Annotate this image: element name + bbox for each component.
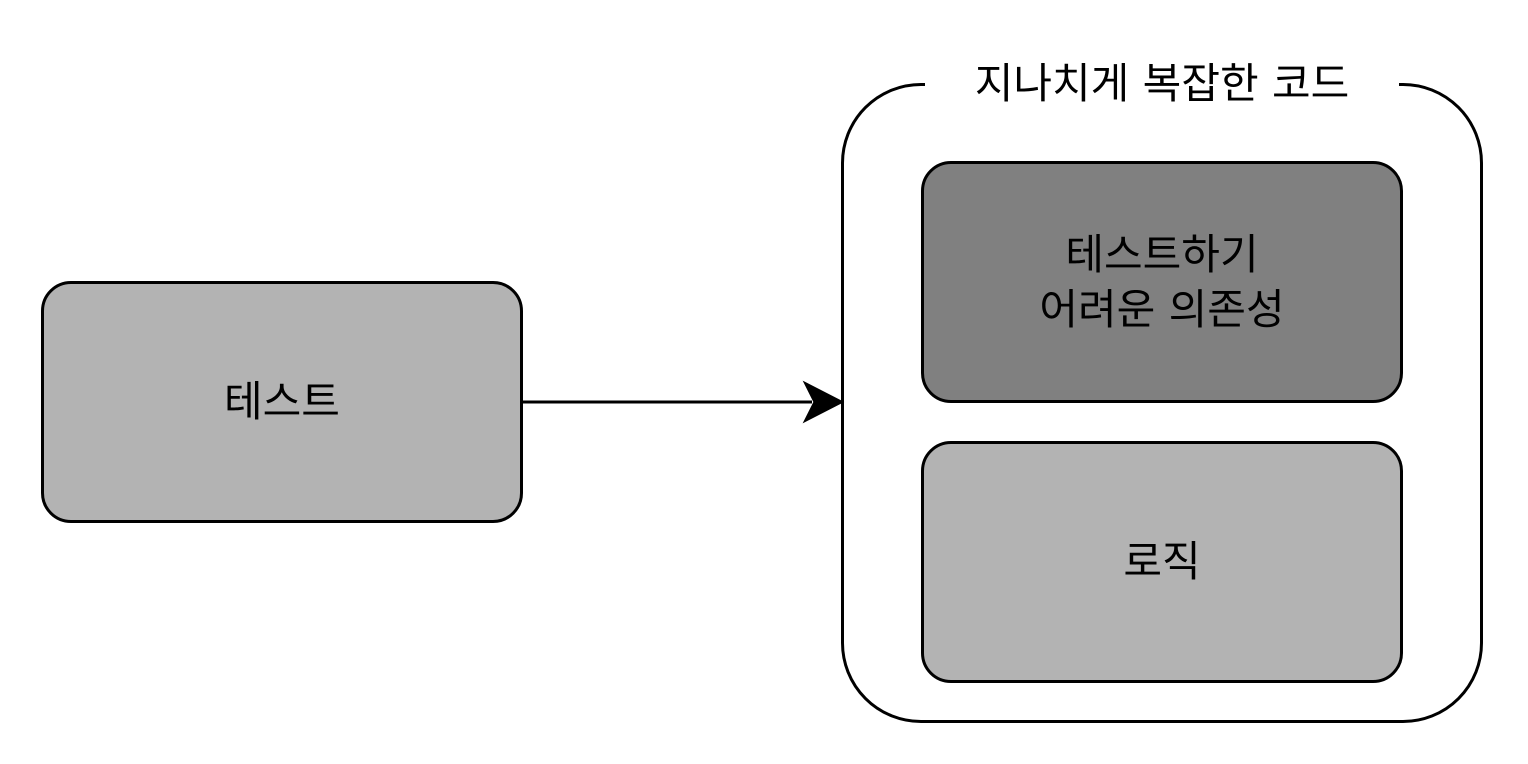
test-node-label: 테스트 bbox=[224, 377, 340, 427]
logic-node-label: 로직 bbox=[1123, 537, 1201, 587]
arrow-head-icon bbox=[802, 380, 845, 424]
container-title: 지나치게 복잡한 코드 bbox=[925, 50, 1399, 110]
logic-node[interactable]: 로직 bbox=[921, 441, 1403, 683]
test-node[interactable]: 테스트 bbox=[41, 281, 523, 523]
hard-to-test-dependency-node[interactable]: 테스트하기 어려운 의존성 bbox=[921, 161, 1403, 403]
dependency-node-label: 테스트하기 어려운 의존성 bbox=[1039, 229, 1285, 334]
